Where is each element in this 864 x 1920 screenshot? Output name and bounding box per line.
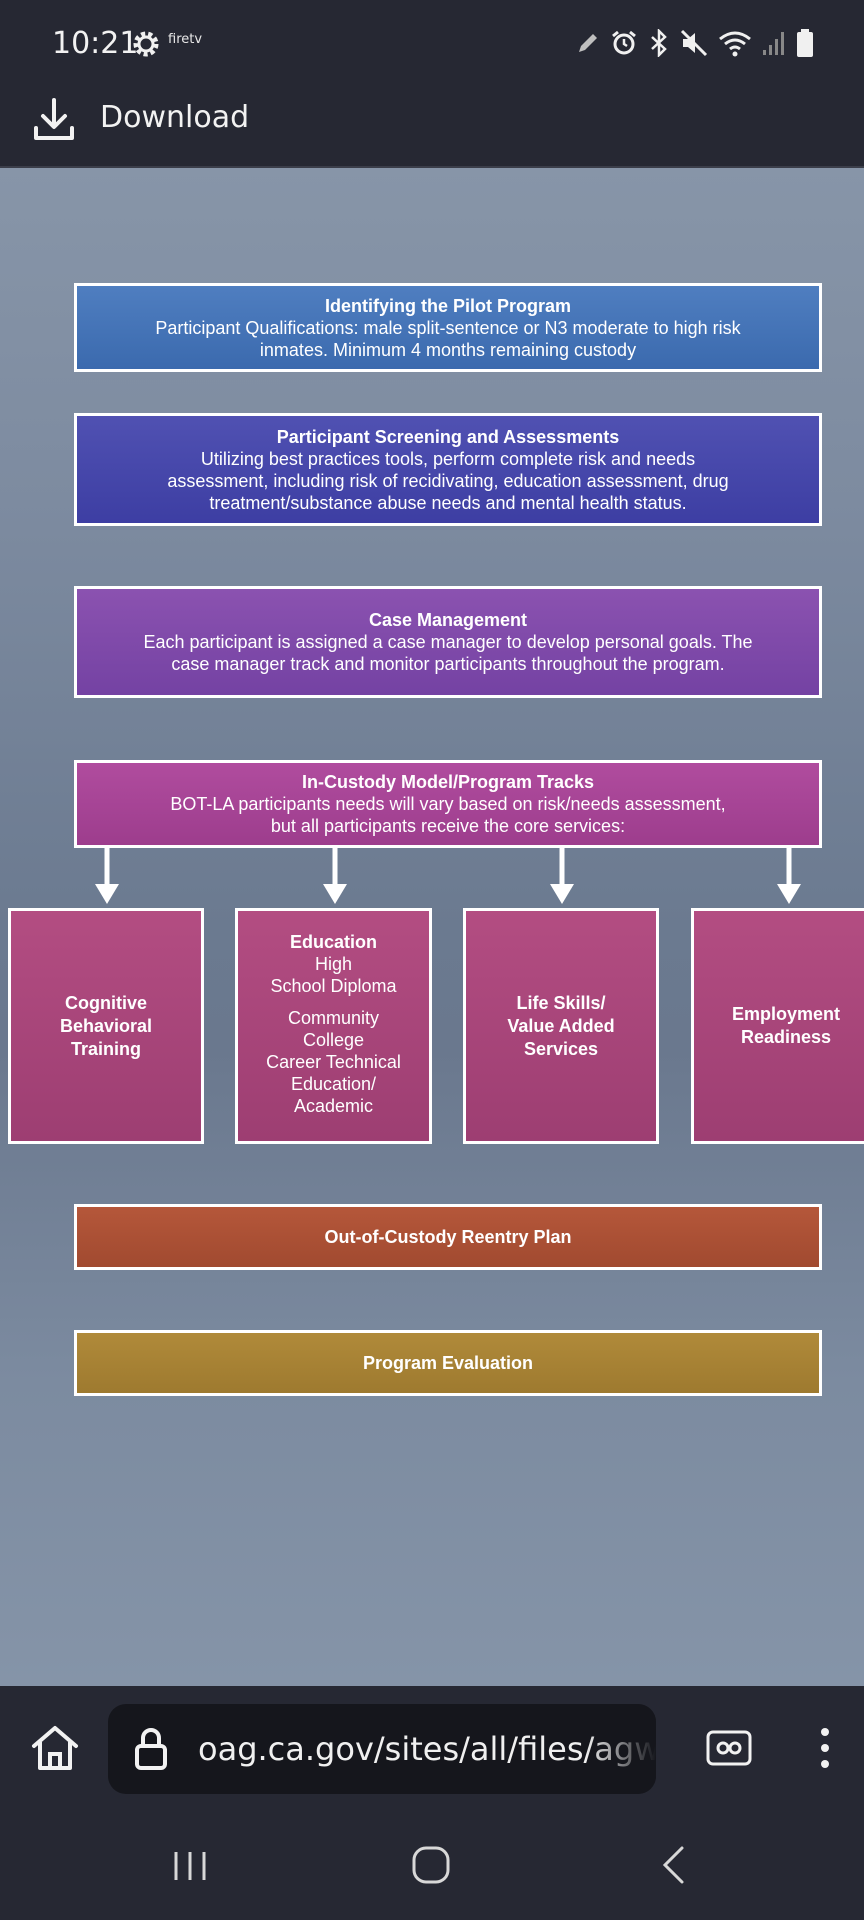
- status-time: 10:21: [52, 26, 139, 61]
- url-text[interactable]: oag.ca.gov/sites/all/files/agweb: [198, 1730, 656, 1768]
- track-label: Cognitive: [64, 992, 147, 1013]
- alarm-icon: [612, 30, 636, 55]
- more-options-icon[interactable]: [815, 1726, 835, 1770]
- track-cognitive-behavioral-box: Cognitive Behavioral Training: [8, 908, 204, 1144]
- down-arrow-icon: [95, 848, 119, 904]
- bluetooth-icon: [651, 29, 667, 57]
- education-item: Education/: [290, 1074, 377, 1094]
- in-custody-box: In-Custody Model/Program Tracks BOT-LA p…: [74, 760, 822, 848]
- track-label: Readiness: [740, 1027, 832, 1047]
- education-title: Education: [289, 932, 377, 952]
- education-item: High: [314, 954, 353, 974]
- down-arrow-icon: [777, 848, 801, 904]
- track-label: Life Skills/: [516, 992, 606, 1013]
- url-fade: [586, 1704, 656, 1794]
- pilot-program-line1: Participant Qualifications: male split-s…: [155, 317, 741, 338]
- home-icon[interactable]: [30, 1724, 80, 1772]
- screening-line1: Utilizing best practices tools, perform …: [200, 448, 696, 469]
- pilot-program-title: Identifying the Pilot Program: [324, 295, 571, 316]
- track-education-box: Education High School Diploma Community …: [235, 908, 432, 1144]
- signal-icon: [763, 32, 784, 55]
- down-arrow-icon: [550, 848, 574, 904]
- mute-icon: [680, 29, 708, 57]
- nav-home-icon[interactable]: [410, 1844, 452, 1886]
- program-evaluation-title: Program Evaluation: [362, 1353, 534, 1373]
- lock-icon[interactable]: [134, 1726, 168, 1770]
- education-item: Career Technical: [266, 1052, 401, 1072]
- pencil-icon: [579, 34, 597, 52]
- track-employment-box: Employment Readiness: [691, 908, 864, 1144]
- program-evaluation-box: Program Evaluation: [74, 1330, 822, 1396]
- screening-line2: assessment, including risk of recidivati…: [167, 470, 729, 491]
- in-custody-line1: BOT-LA participants needs will vary base…: [170, 794, 726, 814]
- download-top-bar: [0, 88, 864, 168]
- reader-mode-icon[interactable]: [706, 1730, 752, 1766]
- reentry-plan-title: Out-of-Custody Reentry Plan: [324, 1227, 572, 1247]
- back-icon[interactable]: [660, 1844, 686, 1886]
- education-item: School Diploma: [270, 976, 397, 996]
- recent-apps-icon[interactable]: [170, 1848, 210, 1884]
- case-management-box: Case Management Each participant is assi…: [74, 586, 822, 698]
- settings-gear-icon: [133, 31, 159, 57]
- wifi-icon: [719, 31, 751, 57]
- url-bar[interactable]: oag.ca.gov/sites/all/files/agweb: [108, 1704, 656, 1794]
- in-custody-line2: but all participants receive the core se…: [270, 816, 626, 836]
- system-nav-bar: [0, 1816, 864, 1920]
- case-management-line1: Each participant is assigned a case mana…: [143, 632, 753, 652]
- document-view[interactable]: Identifying the Pilot Program Participan…: [0, 168, 864, 1686]
- screening-line3: treatment/substance abuse needs and ment…: [209, 492, 687, 513]
- screening-box: Participant Screening and Assessments Ut…: [74, 413, 822, 526]
- pilot-program-box: Identifying the Pilot Program Participan…: [74, 283, 822, 372]
- download-label[interactable]: Download: [100, 100, 250, 135]
- down-arrow-icon: [323, 848, 347, 904]
- pilot-program-line2: inmates. Minimum 4 months remaining cust…: [259, 339, 637, 360]
- case-management-line2: case manager track and monitor participa…: [171, 654, 725, 674]
- education-item: College: [302, 1030, 365, 1050]
- reentry-plan-box: Out-of-Custody Reentry Plan: [74, 1204, 822, 1270]
- track-label: Employment: [731, 1004, 841, 1024]
- status-bar: 10:21 firetv: [0, 0, 864, 88]
- in-custody-title: In-Custody Model/Program Tracks: [301, 772, 595, 792]
- case-management-title: Case Management: [368, 610, 528, 630]
- status-icons: [576, 28, 814, 58]
- education-item: Community: [287, 1008, 380, 1028]
- track-label: Training: [70, 1038, 141, 1059]
- fire-tv-label: firetv: [168, 32, 203, 47]
- track-life-skills-box: Life Skills/ Value Added Services: [463, 908, 659, 1144]
- battery-icon: [797, 29, 813, 57]
- track-label: Value Added: [507, 1015, 615, 1036]
- screening-title: Participant Screening and Assessments: [276, 426, 620, 447]
- track-label: Services: [523, 1038, 599, 1059]
- education-item: Academic: [293, 1096, 374, 1116]
- track-label: Behavioral: [59, 1015, 153, 1036]
- download-icon[interactable]: [32, 96, 76, 144]
